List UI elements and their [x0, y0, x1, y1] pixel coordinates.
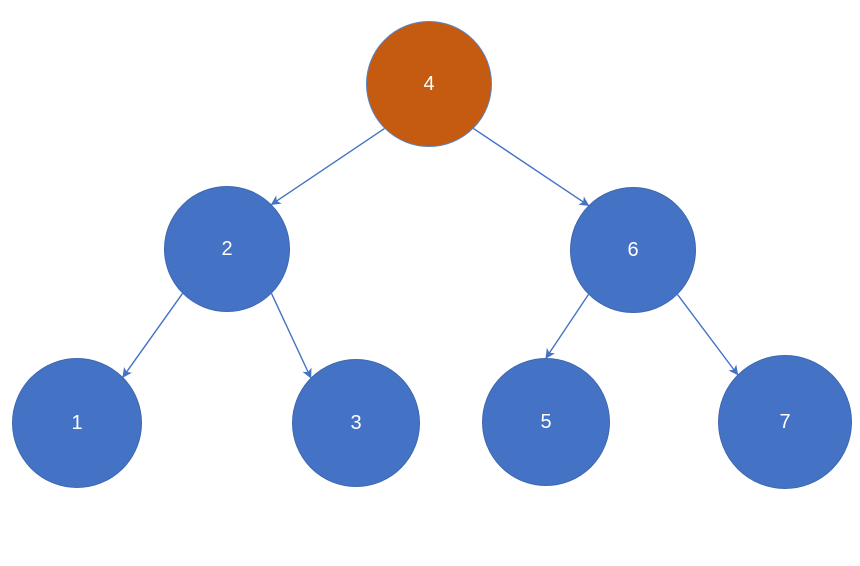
tree-node-6: 6 — [570, 187, 696, 313]
node-label-1: 1 — [71, 412, 83, 434]
edge-4-to-2 — [270, 127, 385, 206]
edge-2-to-3 — [270, 293, 312, 379]
node-label-7: 7 — [779, 411, 791, 433]
node-label-4: 4 — [423, 73, 435, 95]
node-label-2: 2 — [221, 238, 233, 260]
tree-node-5: 5 — [482, 358, 610, 486]
node-label-6: 6 — [627, 239, 639, 261]
tree-node-2: 2 — [164, 186, 290, 312]
tree-node-3: 3 — [292, 359, 420, 487]
tree-node-1: 1 — [12, 358, 142, 488]
edge-6-to-5 — [545, 294, 590, 359]
edge-4-to-6 — [473, 127, 590, 207]
edge-2-to-1 — [122, 293, 184, 378]
node-label-5: 5 — [540, 411, 552, 433]
tree-node-4: 4 — [366, 21, 492, 147]
tree-node-7: 7 — [718, 355, 852, 489]
edge-6-to-7 — [676, 294, 739, 376]
node-label-3: 3 — [350, 412, 362, 434]
